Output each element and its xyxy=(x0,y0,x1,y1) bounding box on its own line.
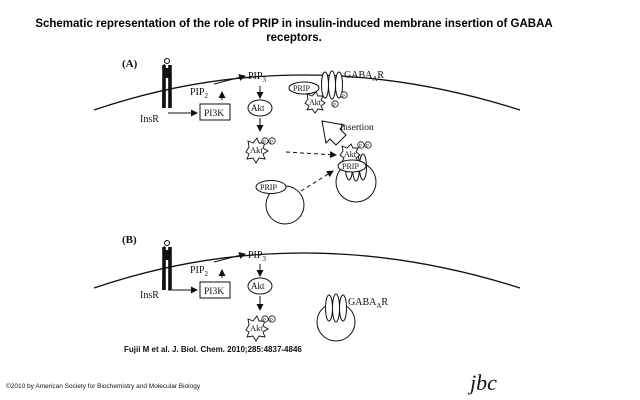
insr-label: InsR xyxy=(140,114,159,125)
svg-text:P: P xyxy=(333,104,336,109)
prip-free-label: PRIP xyxy=(260,183,277,192)
copyright: ©2010 by American Society for Biochemist… xyxy=(6,383,201,390)
akt-label: Akt xyxy=(251,103,265,113)
akt-to-vesicle-arrow xyxy=(285,151,337,159)
prip-vesicle-node xyxy=(337,159,367,173)
gaba-b-label: GABAAR xyxy=(348,297,388,310)
pip3-label: PIP3 xyxy=(248,71,266,84)
prip-membrane-node xyxy=(288,81,320,95)
akt-phospho-star xyxy=(245,137,269,164)
pip2-b-label: PIP2 xyxy=(190,265,208,278)
akt-b-phospho-star xyxy=(245,315,269,342)
svg-text:P: P xyxy=(263,141,266,146)
pi3k-b-label: PI3K xyxy=(204,287,224,297)
svg-text:P: P xyxy=(270,141,273,146)
insr-b-label: InsR xyxy=(140,290,159,301)
panel-b: (B) InsR PI3K PIP2 PIP3 Akt Akt P P GABA… xyxy=(93,234,521,342)
insulin-receptor-icon xyxy=(161,57,173,109)
gaba-receptor-membrane-icon xyxy=(321,70,343,100)
akt-b-node xyxy=(247,277,273,295)
akt-b-phospho-label: Akt xyxy=(250,323,263,333)
gaba-receptor-b-icon xyxy=(325,293,347,323)
pi3k-box xyxy=(199,103,231,121)
insertion-arrow xyxy=(321,120,347,146)
pip2-label: PIP2 xyxy=(190,87,208,100)
pi3k-b-box xyxy=(199,281,231,299)
akt-phospho-label: Akt xyxy=(250,145,263,155)
panel-a-membrane xyxy=(93,74,521,111)
panel-b-label: (B) xyxy=(122,234,137,246)
prip-membrane-label: PRIP xyxy=(293,84,310,93)
akt-membrane-label: Akt xyxy=(309,98,322,107)
gaba-membrane-label: GABAAR xyxy=(344,70,384,83)
svg-text:P: P xyxy=(342,95,345,100)
svg-text:P: P xyxy=(270,319,273,324)
citation: Fujii M et al. J. Biol. Chem. 2010;285:4… xyxy=(124,345,302,354)
prip-free-node xyxy=(255,180,287,194)
figure-title: Schematic representation of the role of … xyxy=(35,18,553,44)
panel-b-membrane xyxy=(93,252,521,289)
journal-logo: jbc xyxy=(470,370,497,395)
insertion-label: Insertion xyxy=(340,123,374,133)
akt-vesicle-label: Akt xyxy=(344,150,357,159)
svg-text:P: P xyxy=(359,145,362,150)
akt-node xyxy=(247,99,273,117)
prip-to-vesicle-arrow xyxy=(300,170,334,192)
pi3k-label: PI3K xyxy=(204,109,224,119)
akt-b-label: Akt xyxy=(251,281,265,291)
pip3-b-label: PIP3 xyxy=(248,250,266,263)
panel-a: (A) InsR PI3K PIP2 PIP3 Akt Akt P P GABA… xyxy=(93,57,521,225)
panel-a-label: (A) xyxy=(122,58,138,70)
svg-text:P: P xyxy=(263,319,266,324)
akt-membrane-star xyxy=(304,91,326,114)
insulin-receptor-b-icon xyxy=(161,239,173,291)
prip-vesicle-label: PRIP xyxy=(342,162,359,171)
svg-text:P: P xyxy=(366,145,369,150)
